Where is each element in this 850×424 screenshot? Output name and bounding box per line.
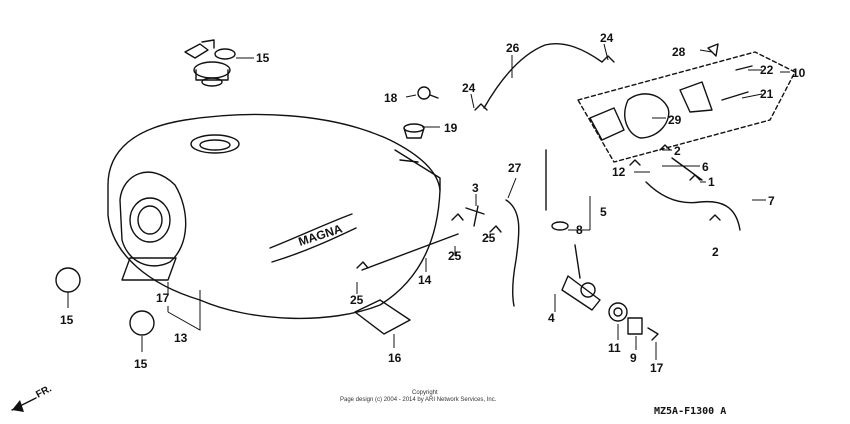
callout-10: 11 [608,341,621,355]
fuel-pump-assembly[interactable] [577,43,796,163]
knob-9[interactable] [627,317,643,335]
callout-9: 9 [630,351,637,365]
bracket-16[interactable] [354,299,411,335]
callout-15b: 15 [134,357,148,371]
copyright-line2: Page design (c) 2004 - 2014 by ARI Netwo… [340,397,497,403]
clip-2a[interactable] [659,144,671,151]
clip-2b[interactable] [709,214,721,221]
callout-26: 26 [506,41,520,55]
fuel-cap[interactable] [184,39,236,87]
callout-2a: 2 [674,144,681,158]
callout-28: 28 [672,45,686,59]
callout-8: 8 [576,223,583,237]
callout-21: 19 [444,121,458,135]
breather-hose-26[interactable] [483,43,603,109]
screw-19[interactable] [647,327,659,341]
hose-27[interactable] [505,199,520,307]
callout-24b: 24 [600,31,614,45]
clip-1[interactable] [689,174,701,181]
fuel-valve-4[interactable] [561,244,601,311]
callout-25b: 25 [448,249,462,263]
callout-3: 3 [472,181,479,195]
callout-29: 29 [668,113,682,127]
callout-11: 10 [792,66,806,80]
callout-14: 14 [418,273,432,287]
o-ring-8[interactable] [551,221,569,231]
callout-13: 13 [174,331,188,345]
clip-12[interactable] [629,159,641,166]
direction-label: FR. [34,383,54,400]
callout-23: 22 [760,63,774,77]
callout-6: 6 [702,160,709,174]
callout-7: 7 [768,194,775,208]
callout-12: 12 [612,165,626,179]
clip-25a[interactable] [356,261,369,269]
callout-22: 21 [760,87,774,101]
bolt-20[interactable] [417,86,439,100]
front-direction-arrow [11,397,37,412]
hose-14[interactable] [361,233,459,271]
fuel-hose-7[interactable] [645,181,741,231]
callout-15a: 15 [60,313,74,327]
diagram-code: MZ5A-F1300 A [654,406,726,417]
callout-16: 16 [388,351,402,365]
callout-20: 18 [384,91,398,105]
callout-25c: 25 [482,231,496,245]
tank-pad[interactable] [121,257,177,281]
rubber-cushion-right[interactable] [129,310,155,336]
fuel-tank[interactable] [107,113,441,320]
callout-2b: 2 [712,245,719,259]
clip-25c[interactable] [489,225,502,233]
callout-24a: 24 [462,81,476,95]
callout-18: 17 [156,291,170,305]
callout-27: 27 [508,161,522,175]
callout-1: 1 [708,175,715,189]
callout-25a: 25 [350,293,364,307]
copyright-line1: Copyright [412,390,438,396]
joint-3[interactable] [465,205,485,227]
leader-lines [67,43,790,360]
callout-5: 5 [600,205,607,219]
callout-17: 15 [256,51,270,65]
clip-25b[interactable] [451,213,464,221]
rubber-mount-21[interactable] [403,123,425,139]
washer-10[interactable] [608,302,628,322]
clip-24a[interactable] [474,103,488,111]
callout-19: 17 [650,361,664,375]
clip-24b[interactable] [601,55,615,63]
callout-4: 4 [548,311,555,325]
rubber-cushion-left[interactable] [55,267,81,293]
